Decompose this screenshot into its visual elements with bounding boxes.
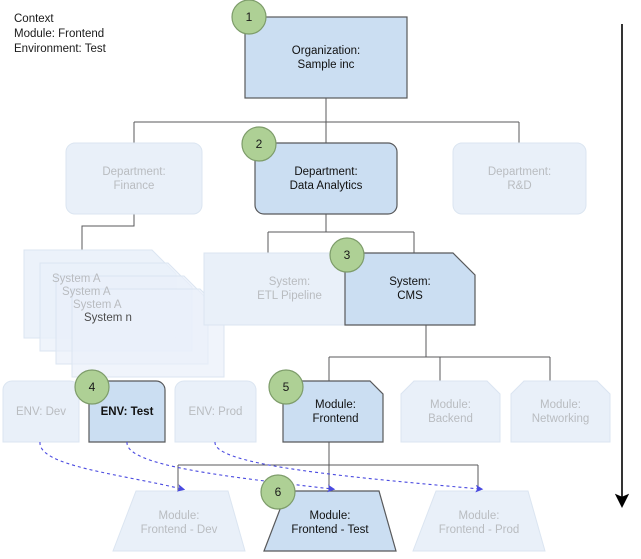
connector-org-departments	[133, 98, 520, 143]
connector-finance-systemstack	[81, 214, 135, 250]
badge-label-4: 4	[88, 380, 96, 394]
node-env-dev[interactable]	[2, 380, 80, 443]
step-badges	[74, 0, 365, 510]
badge-circle-1[interactable]	[231, 0, 267, 35]
badge-circle-2[interactable]	[241, 126, 277, 162]
badge-circle-5[interactable]	[268, 369, 304, 405]
connector-cms-children	[328, 325, 551, 381]
badge-circle-4[interactable]	[74, 369, 110, 405]
system-stack-shape[interactable]	[23, 249, 225, 378]
dashed-links-env-to-instance	[39, 441, 484, 493]
context-line-2: Module: Frontend	[14, 28, 105, 40]
node-system-cms[interactable]	[344, 252, 476, 326]
system-stack-layer-4	[71, 288, 225, 378]
dashed-link-dev	[39, 441, 186, 492]
node-module-backend[interactable]	[400, 380, 501, 443]
node-module-networking[interactable]	[510, 380, 611, 443]
dashed-link-test	[126, 441, 336, 493]
badge-label-6: 6	[274, 485, 282, 499]
label-system-stack-2: System A	[62, 286, 111, 298]
node-organization[interactable]	[244, 16, 408, 99]
connector-module-instances	[177, 442, 479, 491]
badge-label-3: 3	[343, 248, 351, 262]
badge-label-1: 1	[245, 10, 253, 24]
badge-circle-3[interactable]	[329, 237, 365, 273]
badge-circle-6[interactable]	[260, 474, 296, 510]
label-system-stack-3: System A	[73, 299, 122, 311]
node-module-frontend[interactable]	[282, 380, 384, 443]
badge-label-2: 2	[255, 137, 263, 151]
node-department-finance[interactable]	[65, 142, 203, 215]
label-system-stack-4: System n	[84, 312, 132, 324]
node-department-rd[interactable]	[452, 142, 587, 215]
label-system-stack-1: System A	[52, 273, 101, 285]
node-module-instance-frontend-prod[interactable]	[412, 490, 546, 552]
node-module-instance-frontend-test[interactable]	[263, 490, 397, 552]
node-module-instance-frontend-dev[interactable]	[112, 490, 246, 552]
context-line-1: Context	[14, 13, 54, 25]
connector-dept-systems	[267, 214, 415, 253]
node-env-prod[interactable]	[174, 380, 257, 443]
node-department-data-analytics[interactable]	[254, 142, 398, 215]
context-line-3: Environment: Test	[14, 43, 106, 55]
badge-label-5: 5	[282, 380, 290, 394]
context-legend: Context Module: Frontend Environment: Te…	[14, 12, 106, 57]
